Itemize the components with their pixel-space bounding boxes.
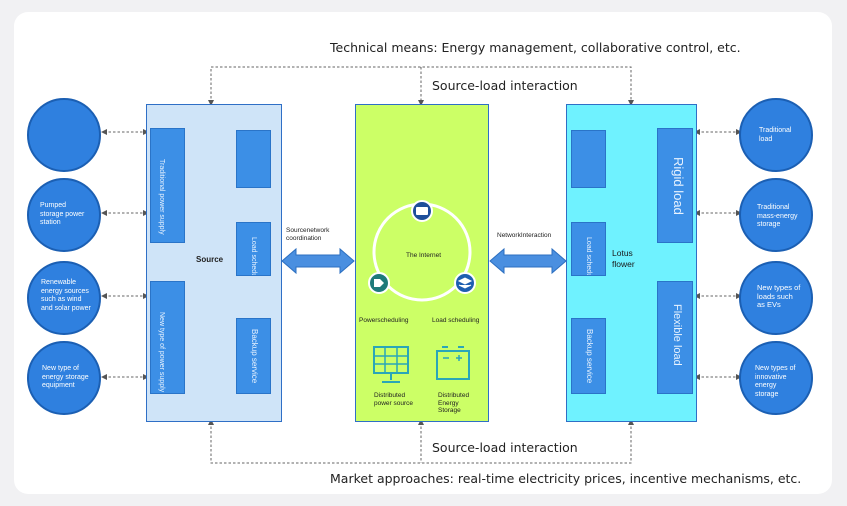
block-label: Load scheduling [250, 237, 257, 276]
block-label: Rigid load [671, 157, 686, 215]
right-circle-traditional-load: Traditional load [739, 98, 813, 172]
left-circle-new-storage: New type of energy storage equipment [27, 341, 101, 415]
network-column [355, 104, 489, 422]
source-label: Source [196, 255, 224, 264]
left-circle-pumped-storage: Pumped storage power station [27, 178, 101, 252]
power-scheduling-label: Powerscheduling [359, 317, 409, 324]
solar-panel-icon [373, 346, 409, 383]
left-circle-empty [27, 98, 101, 172]
circle-label: Pumped storage power station [40, 202, 85, 226]
block-label: Flexible load [671, 304, 683, 366]
market-approaches-title: Market approaches: real-time electricity… [330, 471, 802, 486]
load-top-block [571, 130, 606, 188]
block-label: New type of power supply [158, 312, 165, 393]
circle-label: New types of loads such as EVs [757, 283, 801, 309]
new-power-block: New type of power supply [150, 281, 185, 394]
source-top-block [236, 130, 271, 188]
rigid-load-block: Rigid load [657, 128, 693, 243]
load-backup-block: Backup service [571, 318, 606, 394]
right-circle-ev-loads: New types of loads such as EVs [739, 261, 813, 335]
distributed-power-label: Distributed power source [374, 392, 414, 407]
battery-icon [436, 346, 470, 380]
block-label: Traditional power supply [158, 159, 165, 235]
network-interaction-label: NetworkInteraction [497, 232, 552, 239]
load-scheduling-label: Load scheduling [432, 317, 480, 324]
source-load-interaction-top: Source-load interaction [432, 78, 578, 93]
left-circle-renewable: Renewable energy sources such as wind an… [27, 261, 101, 335]
tag-icon [368, 272, 390, 294]
circle-label: Renewable energy sources such as wind an… [41, 279, 91, 312]
internet-cycle [368, 200, 476, 302]
circle-label: Traditional load [759, 127, 792, 143]
lotus-flower-label: Lotus flower [612, 248, 635, 269]
circle-label: New type of energy storage equipment [42, 365, 89, 389]
circle-label: New types of innovative energy storage [755, 365, 796, 398]
source-load-scheduling-block: Load scheduling [236, 222, 271, 276]
right-circle-mass-storage: Traditional mass-energy storage [739, 178, 813, 252]
source-network-arrow [281, 247, 355, 275]
flexible-load-block: Flexible load [657, 281, 693, 394]
technical-means-title: Technical means: Energy management, coll… [330, 40, 741, 55]
server-icon [411, 200, 433, 222]
block-label: Backup service [585, 329, 594, 384]
block-label: Backup service [250, 329, 259, 384]
circle-label: Traditional mass-energy storage [757, 204, 798, 228]
source-network-coordination-label: Sourcenetwork coordination [286, 227, 330, 242]
distributed-storage-label: Distributed Energy Storage [438, 392, 470, 414]
load-scheduling-block: Load scheduling [571, 222, 606, 276]
traditional-power-block: Traditional power supply [150, 128, 185, 243]
layers-icon [454, 272, 476, 294]
source-backup-block: Backup service [236, 318, 271, 394]
block-label: Load scheduling [585, 237, 592, 276]
source-load-interaction-bottom: Source-load interaction [432, 440, 578, 455]
right-circle-innovative-storage: New types of innovative energy storage [739, 341, 813, 415]
internet-label: The Internet [406, 252, 442, 259]
network-load-arrow [489, 247, 567, 275]
